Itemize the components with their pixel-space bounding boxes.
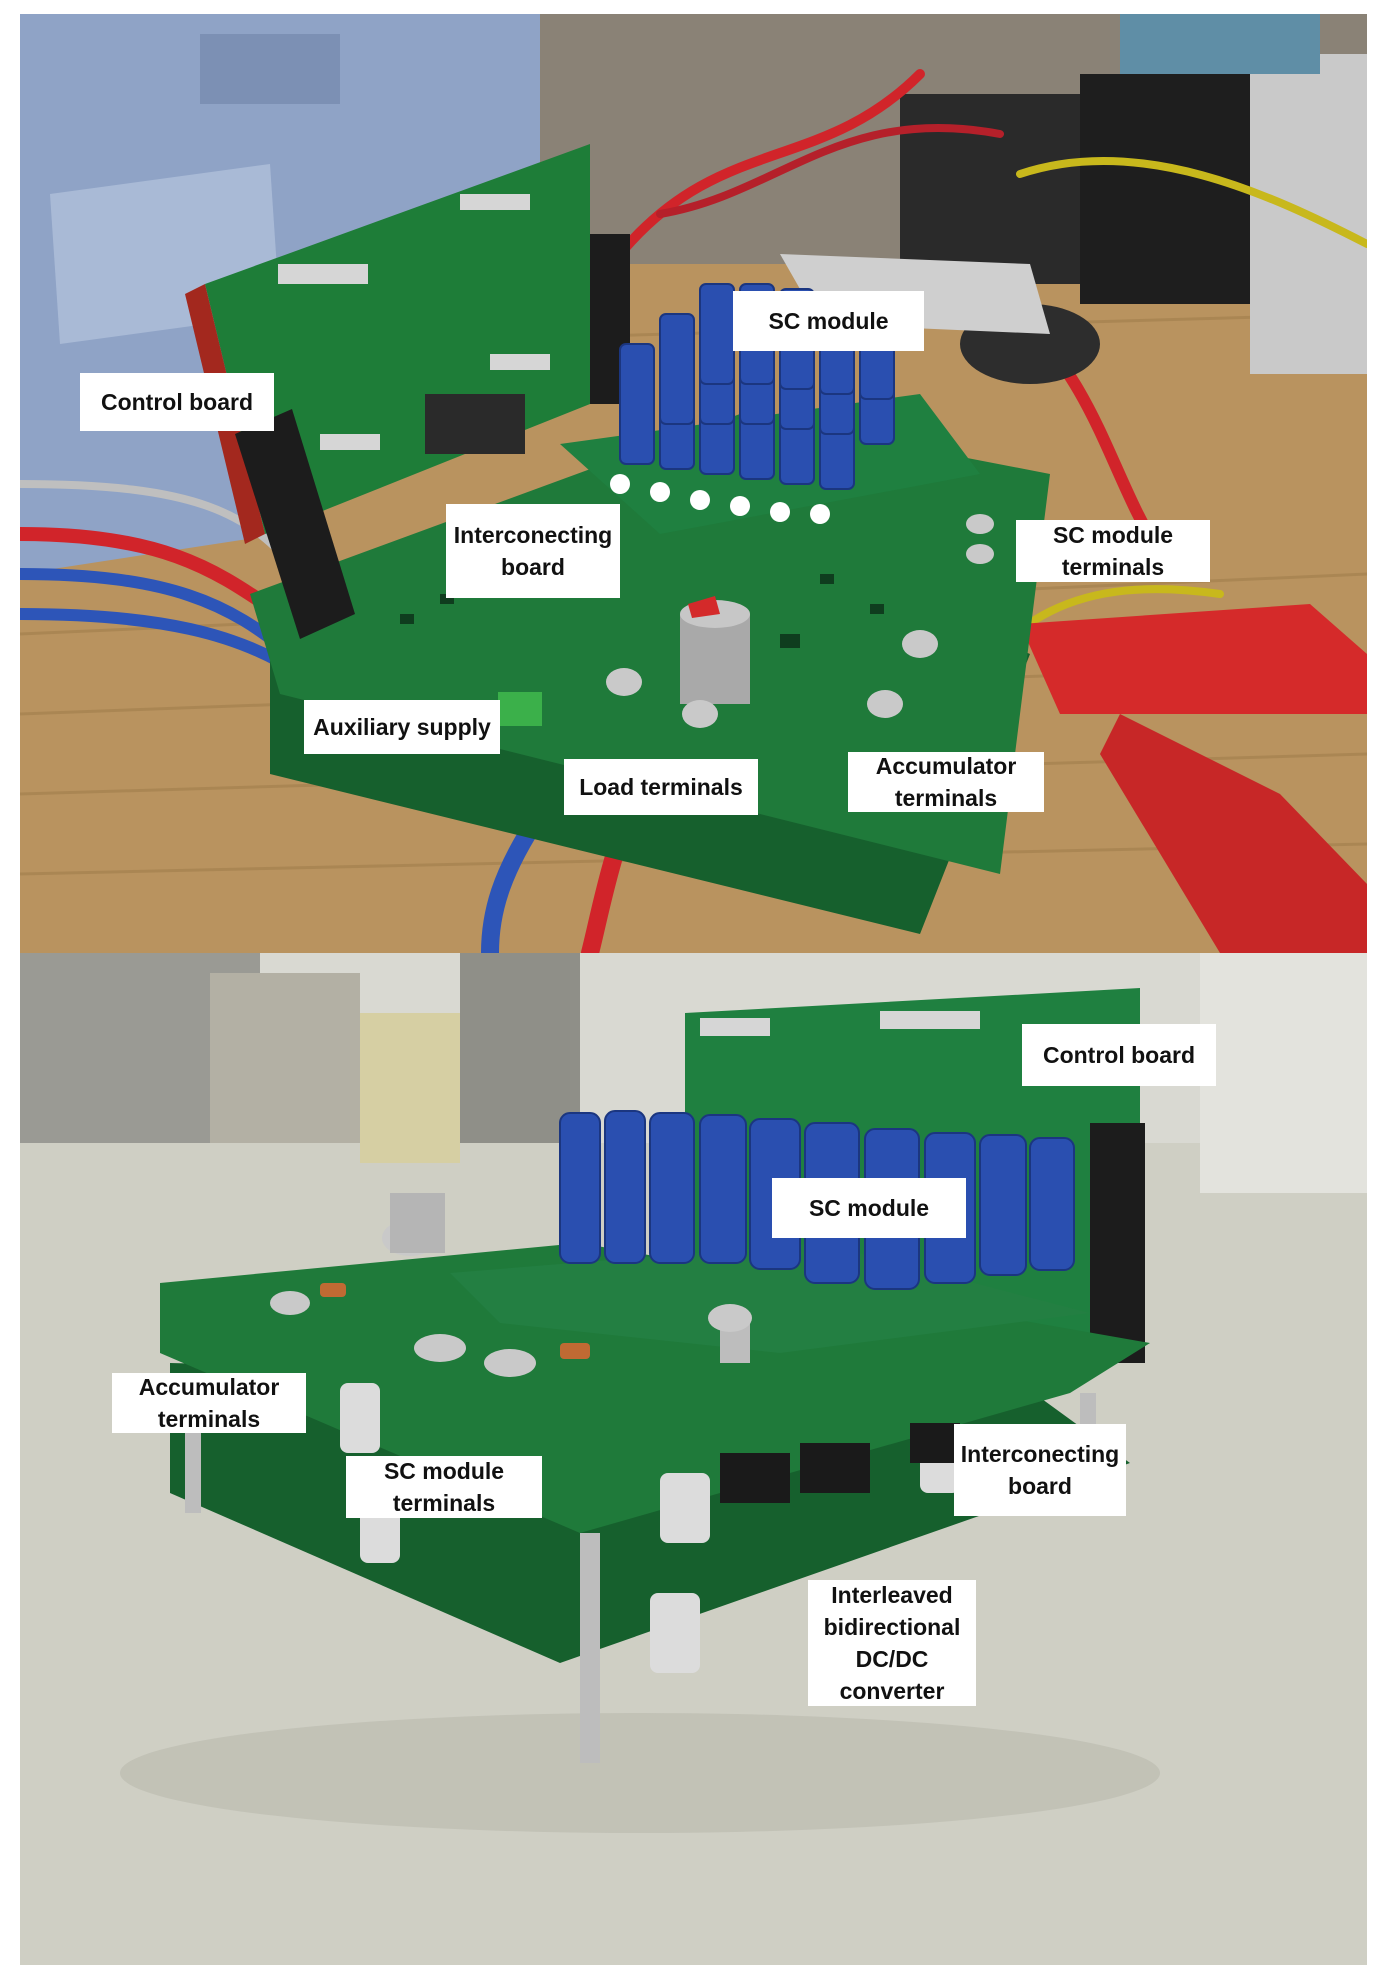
top-photo-illustration: [20, 14, 1367, 953]
label-sc-module-terminals-top: SC module terminals: [1016, 520, 1210, 582]
label-sc-module-top: SC module: [733, 291, 924, 351]
label-sc-module-terminals-bottom: SC module terminals: [346, 1456, 542, 1518]
label-load-terminals: Load terminals: [564, 759, 758, 815]
label-auxiliary-supply: Auxiliary supply: [304, 700, 500, 754]
label-accumulator-terminals-bottom: Accumulator terminals: [112, 1373, 306, 1433]
label-dc-dc-converter: Interleaved bidirectional DC/DC converte…: [808, 1580, 976, 1706]
label-sc-module-bottom: SC module: [772, 1178, 966, 1238]
label-control-board-top: Control board: [80, 373, 274, 431]
bottom-photo-illustration: [20, 953, 1367, 1965]
label-control-board-bottom: Control board: [1022, 1024, 1216, 1086]
bottom-photo: [20, 953, 1367, 1965]
top-photo: [20, 14, 1367, 953]
label-interconnecting-board-top: Interconecting board: [446, 504, 620, 598]
label-interconnecting-board-bottom: Interconecting board: [954, 1424, 1126, 1516]
label-accumulator-terminals-top: Accumulator terminals: [848, 752, 1044, 812]
